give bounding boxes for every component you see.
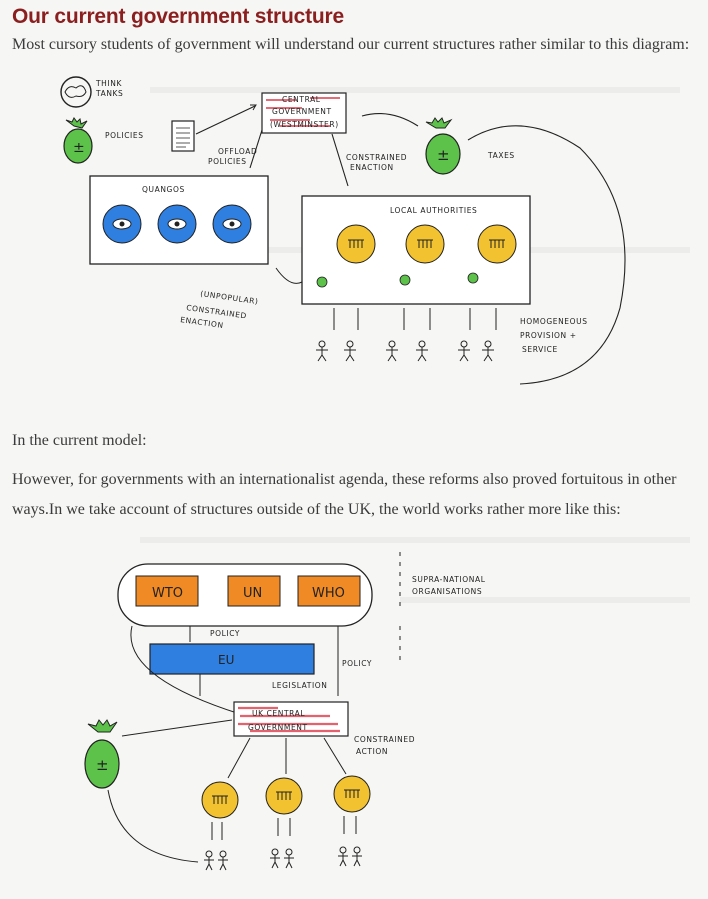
quangos-label: QUANGOS xyxy=(142,185,185,194)
central-gov-label-3: (WESTMINSTER) xyxy=(270,120,339,129)
local-authorities-label: LOCAL AUTHORITIES xyxy=(390,206,477,215)
supranational-label-2: ORGANISATIONS xyxy=(412,587,482,596)
intro-text: Most cursory students of government will… xyxy=(12,36,690,53)
citizens-icon-2 xyxy=(204,846,362,871)
current-model-text: In the current model: xyxy=(12,432,147,449)
unpopular-label-3: ENACTION xyxy=(180,315,225,330)
homogeneous-label-1: HOMOGENEOUS xyxy=(520,317,588,326)
constrained-action-label-1: CONSTRAINED xyxy=(354,735,415,744)
svg-text:±: ± xyxy=(437,146,450,164)
central-gov-label-1: CENTRAL xyxy=(282,95,321,104)
money-bag-icon-2: ± xyxy=(84,719,120,789)
un-label: UN xyxy=(243,586,262,601)
taxes-label: TAXES xyxy=(487,151,515,160)
who-label: WHO xyxy=(312,586,345,601)
central-gov-label-2: GOVERNMENT xyxy=(272,107,332,116)
internationalist-text-1: However, for governments with an interna… xyxy=(12,471,677,488)
svg-text:±: ± xyxy=(96,756,109,774)
service-arrows xyxy=(333,308,497,330)
taxes-money-bag-icon: ± xyxy=(425,117,461,175)
think-tanks-icon xyxy=(60,76,92,108)
quangos-box: QUANGOS xyxy=(89,175,269,265)
wto-label: WTO xyxy=(152,586,183,601)
homogeneous-label-2: PROVISION + xyxy=(520,331,577,340)
supranational-oval: WTO UN WHO xyxy=(117,563,373,627)
policies-label: POLICIES xyxy=(105,131,144,140)
policy-label-right: POLICY xyxy=(342,659,372,668)
policy-label-top: POLICY xyxy=(210,629,240,638)
diagram-current-structure: THINK TANKS ± POLICIES CENTRAL GOVERNMEN… xyxy=(60,76,626,385)
eu-box: EU xyxy=(149,643,315,675)
unpopular-label-1: (UNPOPULAR) xyxy=(200,289,259,306)
uk-central-label-1: UK CENTRAL xyxy=(252,709,305,718)
local-authority-icons xyxy=(201,775,371,819)
document-icon xyxy=(171,120,195,152)
action-arrows xyxy=(211,737,357,840)
offload-policies-label-1: OFFLOAD xyxy=(218,147,257,156)
svg-text:±: ± xyxy=(73,140,85,156)
constrained-enaction-label-1: CONSTRAINED xyxy=(346,153,407,162)
citizens-icon xyxy=(316,340,494,362)
legislation-label: LEGISLATION xyxy=(272,681,328,690)
diagram-international-structure: WTO UN WHO SUPRA-NATIONAL ORGANISATIONS … xyxy=(84,552,486,871)
offload-policies-label-2: POLICIES xyxy=(208,157,247,166)
money-bag-icon: ± xyxy=(63,117,93,164)
homogeneous-label-3: SERVICE xyxy=(522,345,558,354)
eu-label: EU xyxy=(218,653,234,667)
uk-central-label-2: GOVERNMENT xyxy=(248,723,308,732)
page-title: Our current government structure xyxy=(12,5,344,28)
think-tanks-label-2: TANKS xyxy=(95,89,123,98)
supranational-label-1: SUPRA-NATIONAL xyxy=(412,575,486,584)
constrained-enaction-label-2: ENACTION xyxy=(350,163,394,172)
think-tanks-label-1: THINK xyxy=(95,79,122,88)
internationalist-text-2: ways.In we take account of structures ou… xyxy=(12,501,621,518)
central-government-box: CENTRAL GOVERNMENT (WESTMINSTER) xyxy=(261,92,347,134)
uk-central-government-box: UK CENTRAL GOVERNMENT xyxy=(233,701,349,737)
constrained-action-label-2: ACTION xyxy=(356,747,388,756)
local-authorities-box: LOCAL AUTHORITIES xyxy=(301,195,531,305)
